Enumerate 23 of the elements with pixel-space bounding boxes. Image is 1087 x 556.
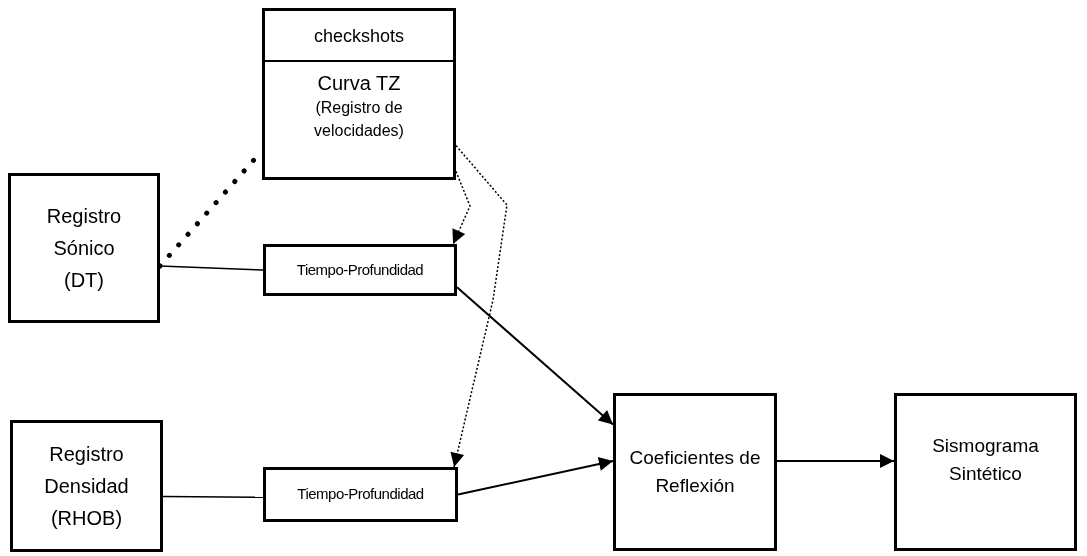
arrow (456, 286, 614, 426)
box-heading: checkshots (265, 11, 453, 62)
process-box (263, 244, 457, 296)
arrow (776, 453, 895, 468)
box-label: Registro Sónico (DT) (45, 204, 123, 293)
arrow (452, 170, 471, 245)
process-box (613, 393, 777, 551)
process-box (263, 467, 458, 522)
process-box (262, 8, 456, 180)
box-label: Tiempo-Profundidad (297, 484, 424, 505)
box-label: Registro Densidad (RHOB) (43, 442, 130, 531)
box-label: (Registro de velocidades) (313, 98, 405, 142)
arrow (457, 457, 614, 496)
box-label: Tiempo-Profundidad (296, 259, 424, 280)
connector-line (159, 265, 264, 271)
connector-line (162, 495, 264, 498)
box-label: Curva TZ (316, 71, 402, 96)
process-box (894, 393, 1077, 551)
box-label: Coeficientes de Reflexión (628, 446, 762, 498)
process-box (8, 173, 160, 323)
box-label: Sismograma Sintético (931, 434, 1040, 486)
process-box (10, 420, 163, 552)
arrow (450, 144, 508, 468)
